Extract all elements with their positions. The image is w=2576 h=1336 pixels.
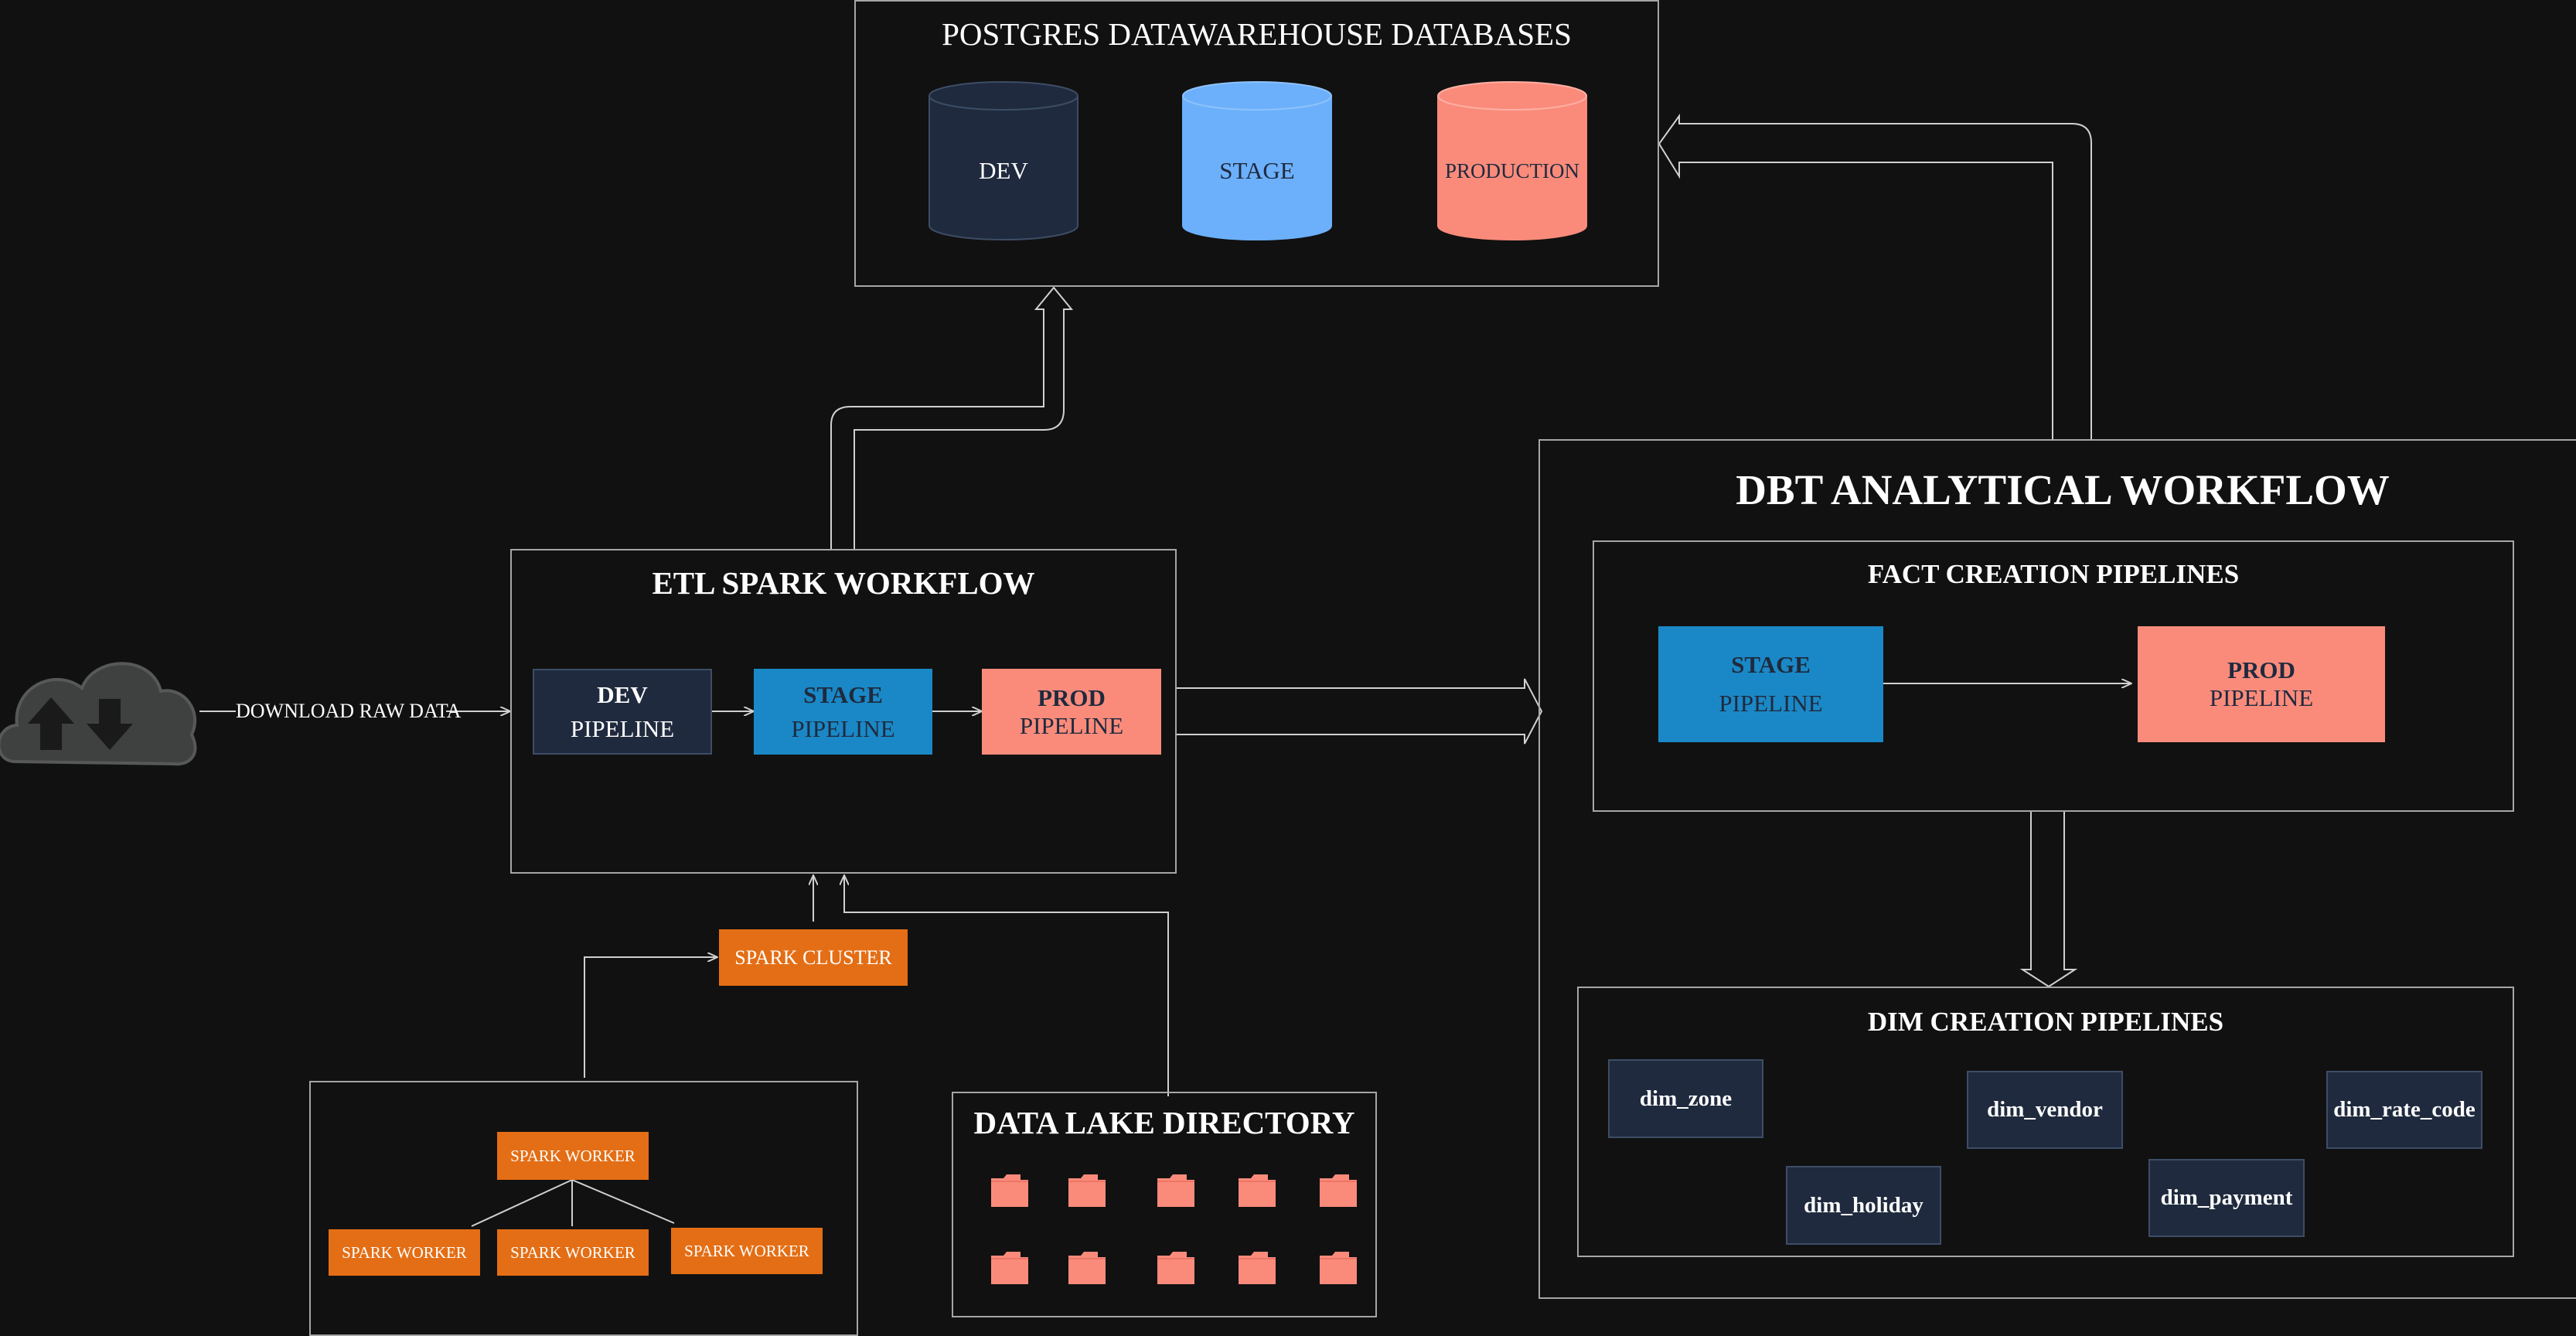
dim-table-node: dim_zone [1608, 1059, 1763, 1138]
etl-stage-pipeline: STAGE PIPELINE [754, 669, 932, 755]
data-lake-container: DATA LAKE DIRECTORY [952, 1092, 1377, 1317]
dim-table-node: dim_rate_code [2326, 1071, 2482, 1149]
folder-icon [1237, 1174, 1277, 1208]
datalake-to-etl-arrow [844, 875, 1169, 1096]
warehouse-title: POSTGRES DATAWAREHOUSE DATABASES [942, 16, 1572, 52]
fact-prod-pipeline-name: PROD [2227, 656, 2295, 683]
fact-prod-pipeline: PROD PIPELINE [2138, 626, 2385, 742]
folder-icon [1318, 1251, 1358, 1285]
dev-database-cylinder [929, 81, 1078, 240]
production-database-cylinder [1437, 81, 1587, 240]
fact-pipelines-container: FACT CREATION PIPELINES [1593, 540, 2514, 812]
dbt-workflow-title: DBT ANALYTICAL WORKFLOW [1736, 466, 2390, 513]
data-lake-title: DATA LAKE DIRECTORY [973, 1105, 1355, 1140]
production-database-label: PRODUCTION [1444, 159, 1579, 182]
dim-pipelines-container: DIM CREATION PIPELINES [1577, 987, 2514, 1257]
stage-database-label: STAGE [1219, 157, 1295, 184]
folder-icon [1067, 1251, 1107, 1285]
warehouse-container: POSTGRES DATAWAREHOUSE DATABASES [854, 0, 1659, 287]
folder-icon [1318, 1174, 1358, 1208]
fact-stage-pipeline-name: STAGE [1731, 651, 1811, 678]
fact-pipelines-title: FACT CREATION PIPELINES [1867, 559, 2240, 589]
fact-stage-pipeline-sub: PIPELINE [1719, 690, 1823, 717]
etl-prod-pipeline: PROD PIPELINE [982, 669, 1161, 755]
folder-icon [990, 1174, 1030, 1208]
download-raw-data-label: DOWNLOAD RAW DATA [236, 700, 462, 722]
fact-stage-pipeline: STAGE PIPELINE [1658, 626, 1883, 742]
spark-worker-node: SPARK WORKER [497, 1229, 649, 1276]
dim-table-node: dim_vendor [1967, 1071, 2123, 1149]
dim-pipelines-title: DIM CREATION PIPELINES [1867, 1007, 2224, 1037]
workers-to-cluster-arrow [584, 957, 717, 1078]
spark-workers-container [309, 1081, 858, 1336]
etl-dev-pipeline-sub: PIPELINE [570, 714, 675, 742]
spark-worker-node: SPARK WORKER [497, 1132, 649, 1180]
etl-dev-pipeline: DEV PIPELINE [533, 669, 712, 755]
folder-icon [1156, 1251, 1196, 1285]
spark-cluster-node: SPARK CLUSTER [719, 929, 908, 986]
worker-tree-line [471, 1179, 573, 1227]
spark-worker-node: SPARK WORKER [671, 1228, 823, 1274]
folder-icon [1067, 1174, 1107, 1208]
etl-to-dbt-arrow [1177, 678, 1543, 745]
folder-icon [990, 1251, 1030, 1285]
fact-prod-pipeline-sub: PIPELINE [2209, 684, 2314, 711]
etl-dev-pipeline-name: DEV [597, 680, 648, 708]
etl-to-warehouse-arrow [830, 286, 1074, 549]
stage-database-cylinder [1182, 81, 1332, 240]
folder-icon [1156, 1174, 1196, 1208]
cloud-upload-download-icon [0, 662, 197, 766]
dev-database-label: DEV [979, 157, 1028, 184]
etl-workflow-title: ETL SPARK WORKFLOW [652, 565, 1035, 601]
etl-workflow-container: ETL SPARK WORKFLOW [510, 549, 1177, 874]
spark-worker-node: SPARK WORKER [329, 1229, 480, 1276]
folder-icon [1237, 1251, 1277, 1285]
dim-table-node: dim_payment [2148, 1159, 2305, 1237]
dbt-to-warehouse-arrow [1658, 113, 2092, 439]
dbt-workflow-container: DBT ANALYTICAL WORKFLOW [1538, 439, 2576, 1299]
dim-table-node: dim_holiday [1786, 1166, 1941, 1245]
etl-prod-pipeline-sub: PIPELINE [1019, 711, 1124, 739]
etl-stage-pipeline-name: STAGE [803, 680, 883, 708]
etl-stage-pipeline-sub: PIPELINE [791, 714, 895, 742]
worker-tree-line [571, 1179, 675, 1224]
etl-prod-pipeline-name: PROD [1038, 683, 1106, 711]
